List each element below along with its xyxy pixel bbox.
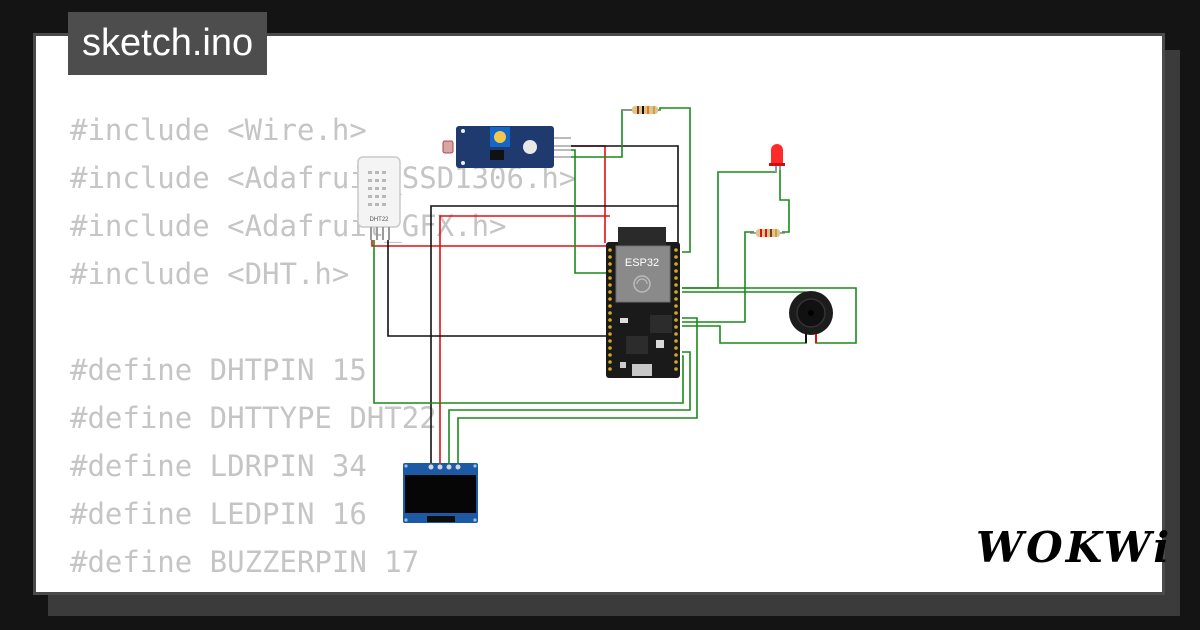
wire xyxy=(682,325,807,344)
red-led[interactable] xyxy=(769,144,785,172)
code-line: #include <Adafruit_GFX.h> xyxy=(70,209,507,243)
wire xyxy=(439,215,610,465)
resistor[interactable] xyxy=(622,106,660,114)
preview-card: #include <Wire.h> #include <Adafruit_SSD… xyxy=(33,33,1165,595)
esp32-board[interactable]: ESP32 xyxy=(606,227,680,378)
esp32-label: ESP32 xyxy=(625,257,659,269)
wire xyxy=(779,168,790,233)
wire xyxy=(571,145,679,206)
wire xyxy=(682,168,777,289)
resistor[interactable] xyxy=(750,229,785,237)
oled-display[interactable] xyxy=(403,463,478,523)
code-line: #define LEDPIN 16 xyxy=(70,497,367,531)
dht-label: DHT22 xyxy=(369,217,389,223)
wire xyxy=(571,107,691,253)
code-line: #include <DHT.h> xyxy=(70,257,350,291)
ldr-module[interactable] xyxy=(442,126,571,168)
wire xyxy=(387,240,610,337)
buzzer[interactable] xyxy=(789,291,833,343)
filename-tab: sketch.ino xyxy=(68,12,268,75)
wire xyxy=(430,205,679,465)
code-line: #include <Wire.h> xyxy=(70,113,367,147)
wire xyxy=(682,231,754,323)
wire xyxy=(571,145,606,243)
wire xyxy=(371,240,610,247)
wokwi-logo: WOKWi xyxy=(976,523,1173,572)
wire xyxy=(373,240,684,404)
code-line: #define DHTTYPE DHT22 xyxy=(70,401,437,435)
code-line: #define DHTPIN 15 xyxy=(70,353,367,387)
wire xyxy=(448,351,691,465)
wire xyxy=(571,149,610,274)
dht22-sensor[interactable]: DHT22 xyxy=(357,156,401,240)
wires xyxy=(371,107,857,465)
code-line: #define BUZZERPIN 17 xyxy=(70,545,420,579)
code-line: #define LDRPIN 34 xyxy=(70,449,367,483)
code-background: #include <Wire.h> #include <Adafruit_SSD… xyxy=(70,106,576,586)
code-line: #include <Adafruit_SSD1306.h> xyxy=(70,161,577,195)
wire xyxy=(457,317,698,465)
